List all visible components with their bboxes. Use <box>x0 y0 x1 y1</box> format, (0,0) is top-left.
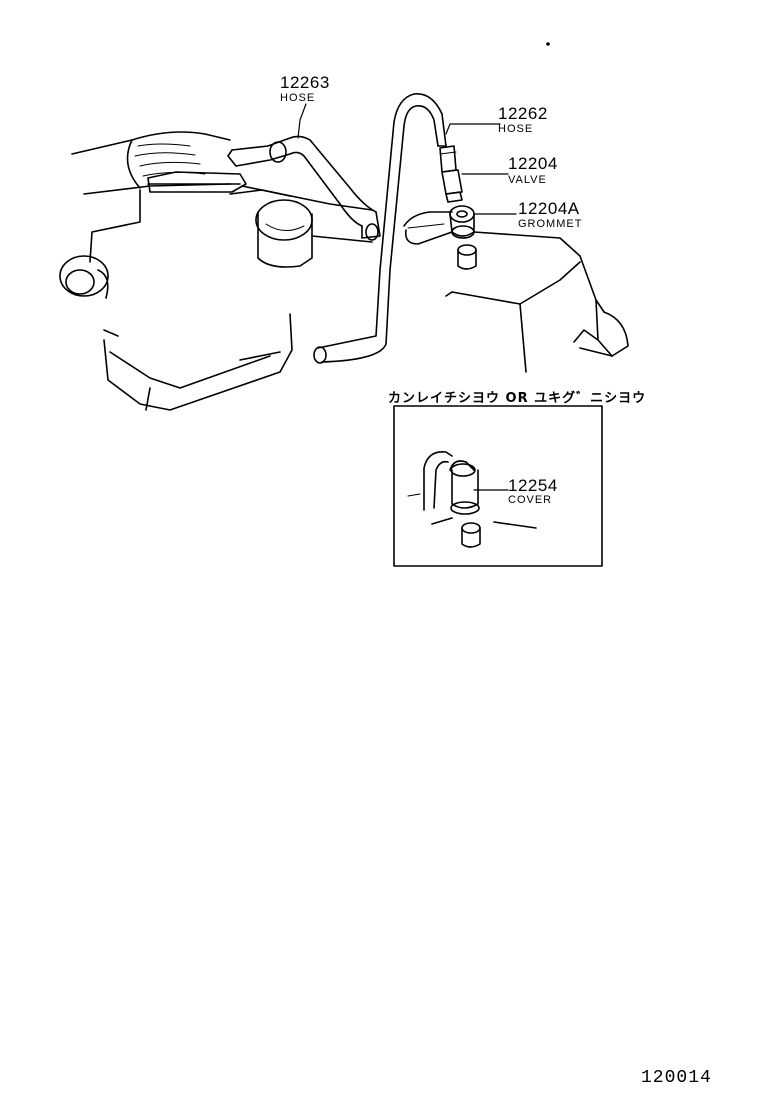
hose-12262[interactable] <box>313 93 447 364</box>
figure-number: 120014 <box>641 1068 712 1088</box>
valve-cover <box>403 211 629 373</box>
part-number-label: 12204A <box>518 199 580 218</box>
part-number-label: 12254 <box>508 476 558 495</box>
part-name-label: GROMMET <box>518 218 583 230</box>
part-number-label: 12263 <box>280 73 330 92</box>
valve-12204[interactable] <box>439 145 463 203</box>
leader-lines <box>297 103 517 491</box>
part-number-label: 12262 <box>498 104 548 123</box>
engine-assembly <box>59 131 373 411</box>
inset-box <box>393 405 603 567</box>
hose-12263[interactable] <box>227 135 381 241</box>
part-name-label: COVER <box>508 494 553 506</box>
part-name-label: VALVE <box>508 174 547 186</box>
grommet-12204a[interactable] <box>449 205 475 239</box>
part-name-label: HOSE <box>280 92 316 104</box>
speck <box>546 42 550 46</box>
inset-caption: カンレイチシヨウ OR ユキグ゛ニシヨウ <box>388 391 647 406</box>
part-number-label: 12204 <box>508 154 558 173</box>
part-name-label: HOSE <box>498 123 534 135</box>
